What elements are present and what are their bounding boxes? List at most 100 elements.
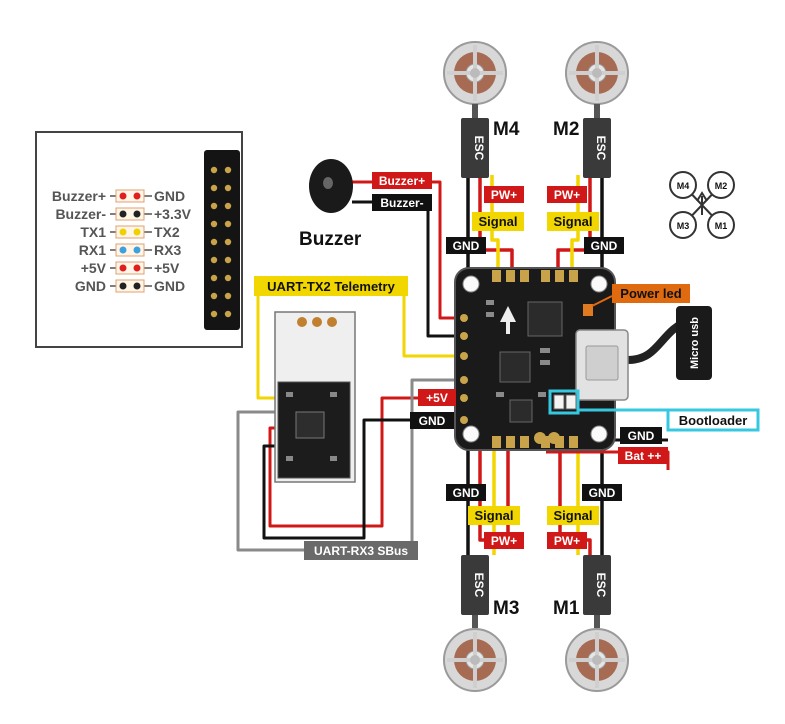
buzzer-minus-text: Buzzer- xyxy=(380,196,423,210)
micro-usb-text: Micro usb xyxy=(689,317,701,369)
bottom-right-gnd-text: GND xyxy=(589,486,616,500)
bootloader-label: Bootloader xyxy=(666,408,760,432)
top-right-gnd-label: GND xyxy=(584,237,624,254)
pin-dot xyxy=(133,228,141,236)
bottom-left-pw-text: PW+ xyxy=(491,534,517,548)
pin-row: Buzzer-+3.3V xyxy=(55,206,191,222)
right-gnd-label: GND xyxy=(620,427,662,444)
quad-icon-m2: M2 xyxy=(715,181,728,191)
top-right-gnd-text: GND xyxy=(591,239,618,253)
motor-m2-name: M2 xyxy=(553,119,579,140)
pin-dot xyxy=(133,246,141,254)
top-left-pw-text: PW+ xyxy=(491,188,517,202)
pin-dot xyxy=(119,246,127,254)
bottom-left-signal-text: Signal xyxy=(474,508,513,523)
motor-stems xyxy=(472,104,600,628)
pin-dot xyxy=(119,282,127,290)
quad-icon-m4: M4 xyxy=(677,181,690,191)
top-right-pw-text: PW+ xyxy=(554,188,580,202)
motor-m4-name: M4 xyxy=(493,119,520,140)
pin-dot xyxy=(133,282,141,290)
pin-dot xyxy=(119,228,127,236)
bottom-right-signal-label: Signal xyxy=(547,506,599,525)
flight-controller-board xyxy=(454,267,629,451)
pin-left-label: TX1 xyxy=(80,224,106,240)
top-right-signal-text: Signal xyxy=(553,214,592,229)
bottom-left-gnd-label: GND xyxy=(446,484,486,501)
uart-rx3-text: UART-RX3 SBus xyxy=(314,544,408,558)
pin-row: TX1 TX2 xyxy=(80,224,180,240)
esc-m4-label: ESC xyxy=(472,136,486,161)
buzzer-minus-label: Buzzer- xyxy=(372,194,432,211)
quad-icon-m1: M1 xyxy=(715,221,728,231)
motor-m1-name: M1 xyxy=(553,598,580,619)
top-right-signal-label: Signal xyxy=(547,212,599,231)
motor-m3 xyxy=(443,628,507,692)
esc-m1-label: ESC xyxy=(594,573,608,598)
left-gnd-text: GND xyxy=(419,414,446,428)
bat-text: Bat ++ xyxy=(625,449,662,463)
pin-right-label: GND xyxy=(154,278,185,294)
pin-right-label: TX2 xyxy=(154,224,180,240)
left-gnd-label: GND xyxy=(410,412,454,429)
motor-m3-name: M3 xyxy=(493,598,519,619)
top-right-pw-label: PW+ xyxy=(547,186,587,203)
quad-orientation-icon: M4 M2 M3 M1 xyxy=(669,171,735,239)
pin-left-label: RX1 xyxy=(79,242,106,258)
quad-icon-m3: M3 xyxy=(677,221,690,231)
buzzer-plus-text: Buzzer+ xyxy=(379,174,425,188)
uart-tx2-label: UART-TX2 Telemetry xyxy=(254,276,408,296)
motor-m2 xyxy=(565,41,629,105)
buzzer-title: Buzzer xyxy=(299,229,362,250)
buzzer-component xyxy=(309,159,353,213)
esc-m4: ESC xyxy=(461,118,489,178)
bottom-left-gnd-text: GND xyxy=(453,486,480,500)
micro-usb-plug: Micro usb xyxy=(676,306,712,380)
esc-m2: ESC xyxy=(583,118,611,178)
header-gold-pins xyxy=(210,166,232,318)
esc-m3: ESC xyxy=(461,555,489,615)
bottom-right-pw-text: PW+ xyxy=(554,534,580,548)
bootloader-text: Bootloader xyxy=(679,413,748,428)
pin-dot xyxy=(119,192,127,200)
pin-left-label: +5V xyxy=(81,260,107,276)
motor-m4 xyxy=(443,41,507,105)
bottom-right-gnd-label: GND xyxy=(582,484,622,501)
uart-tx2-text: UART-TX2 Telemetry xyxy=(267,279,395,294)
pin-dot xyxy=(119,210,127,218)
top-left-signal-text: Signal xyxy=(478,214,517,229)
bat-label: Bat ++ xyxy=(618,447,668,464)
pin-dot xyxy=(133,264,141,272)
top-left-gnd-text: GND xyxy=(453,239,480,253)
pin-row: +5V +5V xyxy=(81,260,180,276)
bottom-left-pw-label: PW+ xyxy=(484,532,524,549)
pin-left-label: GND xyxy=(75,278,106,294)
right-gnd-text: GND xyxy=(628,429,655,443)
pin-right-label: RX3 xyxy=(154,242,181,258)
bottom-right-pw-label: PW+ xyxy=(547,532,587,549)
power-led-pointer xyxy=(591,295,613,307)
plus5v-label: +5V xyxy=(418,389,456,406)
receiver-module xyxy=(274,311,356,483)
bottom-left-signal-label: Signal xyxy=(468,506,520,525)
esc-m1: ESC xyxy=(583,555,611,615)
power-led-text: Power led xyxy=(620,286,681,301)
esc-m2-label: ESC xyxy=(594,136,608,161)
motor-m1 xyxy=(565,628,629,692)
bottom-right-signal-text: Signal xyxy=(553,508,592,523)
pin-row: RX1 RX3 xyxy=(79,242,182,258)
top-left-gnd-label: GND xyxy=(446,237,486,254)
top-left-pw-label: PW+ xyxy=(484,186,524,203)
pin-dot xyxy=(133,192,141,200)
pin-row: Buzzer+GND xyxy=(52,188,185,204)
pin-dot xyxy=(133,210,141,218)
uart-rx3-label: UART-RX3 SBus xyxy=(304,541,418,560)
pin-right-label: +5V xyxy=(154,260,180,276)
pin-right-label: GND xyxy=(154,188,185,204)
power-led-label: Power led xyxy=(612,284,690,303)
pin-dot xyxy=(119,264,127,272)
